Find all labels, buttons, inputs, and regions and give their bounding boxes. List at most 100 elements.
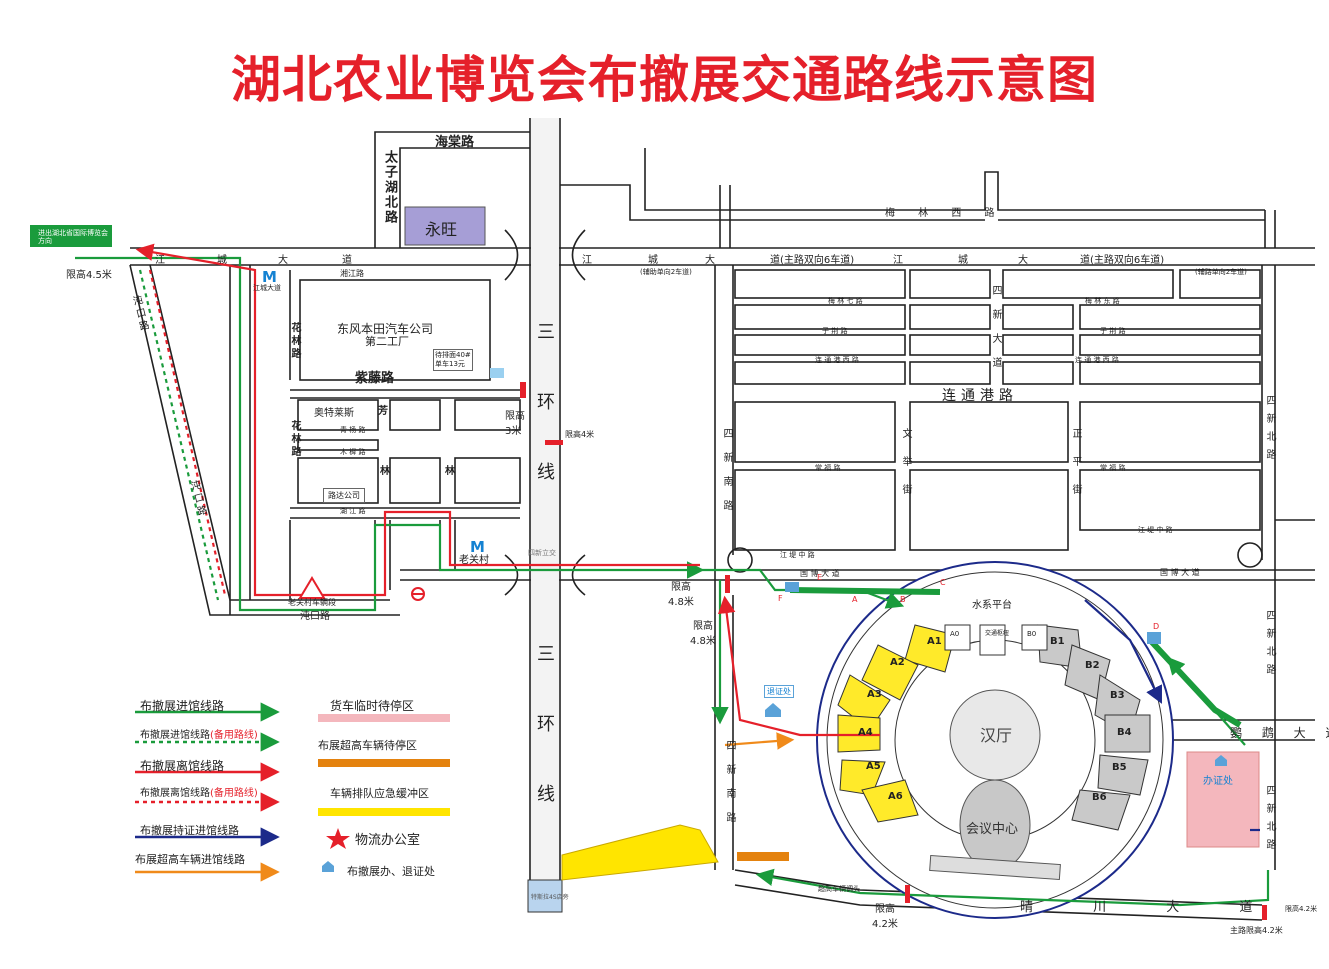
hall-a0: A0 [950,630,960,638]
road-jiangcheng-7: 大 [1018,255,1028,266]
entry-route-1 [75,256,705,612]
road-jiangcheng-1: 江 [582,255,592,266]
place-banzheng: 办证处 [1203,776,1233,787]
entry-backup-route [138,269,220,601]
road-yingwu: 鹦 鹉 大 道 [1230,726,1329,740]
road-qingyang: 青 杨 路 [340,426,366,434]
oversize-uturn: 超高车辆调头 [818,885,860,893]
place-tuizheng: 退证处 [764,685,794,698]
legend-exit-backup-b: (备用路线) [210,788,258,799]
road-haitang: 海棠路 [435,135,475,150]
place-jiaotong: 交通枢纽 [985,630,1010,637]
road-qingchuan: 晴 川 大 道 [1020,900,1281,915]
road-sixin-bei-3: 四新北路 [1264,785,1275,857]
road-meilin-dong: 梅 林 东 路 [1085,297,1120,305]
exit-route-1 [135,243,700,597]
place-hanting: 汉厅 [980,726,1013,745]
road-sanhuan-3: 线 [537,462,555,483]
legend-exit-backup: 布撤展离馆线路(备用路线) [140,784,258,799]
road-sanhuan-4: 三 [537,644,555,665]
road-sixin-da: 四新大道 [990,285,1001,381]
road-zijin: 子 荆 路 [822,327,848,335]
limit-48-a-l2: 4.8米 [668,597,694,608]
sign-line-1: 待排面40# [435,351,471,359]
road-sanhuan-6: 线 [537,784,555,805]
road-zijin-2: 子 荆 路 [1100,327,1126,335]
road-sixin-bei-2: 四新北路 [1264,610,1275,682]
road-lin-2: 林 [445,466,455,477]
limit-42-right: 限高4.2米 [1285,905,1318,913]
hall-a4: A4 [858,727,873,738]
road-fulu-right: (辅路单向2车道) [1195,268,1247,276]
limit-48-a: 限高 4.8米 [668,578,694,608]
place-ludagongsi: 路达公司 [323,488,365,503]
legend-oversize-park: 布展超高车辆待停区 [318,739,417,752]
limit-48-a-l1: 限高 [670,582,691,593]
exit-route-2 [717,595,880,737]
road-liantong-xi: 连 通 港 西 路 [815,356,859,364]
road-jiangcheng-2: 城 [648,255,658,266]
warning-triangle-icon [298,576,326,599]
place-dongfeng-2: 第二工厂 [365,335,409,348]
bus-stop-label: 四新立交 [528,549,556,557]
limit-4m: 限高4米 [565,430,595,439]
road-liantong: 连通港路 [942,388,1018,404]
metro-1-label: 江城大道 [253,284,281,292]
pass-route-1 [1084,599,1162,704]
hall-a1: A1 [927,636,942,647]
gate-b: B [900,595,906,604]
road-huahu-2: 花林路 [289,420,300,459]
cert-office-icon [322,861,334,872]
road-sixin-bei: 四新北路 [1264,395,1275,467]
green-gate-strip [789,587,941,595]
legend-entry-backup-a: 布撤展进馆线路 [140,730,210,741]
limit-48-b-l1: 限高 [692,621,713,632]
road-guobo-2: 国 博 大 道 [1160,568,1200,577]
hall-b6: B6 [1092,792,1107,803]
road-xiangjiang: 湘江路 [340,269,364,278]
road-hankou: 沌口路 [300,611,330,622]
road-jc-w2: 城 [217,255,227,266]
limit-4-5m: 限高4.5米 [66,270,112,281]
legend-cert: 布撤展办、退证处 [347,865,435,878]
depot-label: 特斯拉4S店旁 [531,894,569,901]
direction-notice-text: 进出湖北省国际博览会方向 [38,229,108,245]
road-meilin-qi: 梅 林 七 路 [828,297,863,305]
legend-oversize-route: 布展超高车辆进馆线路 [135,853,245,866]
hall-b0: B0 [1027,630,1037,638]
road-taizihubei: 太子湖北路 [382,150,397,225]
road-jc-w4: 道 [342,255,352,266]
road-network [129,118,1315,921]
entry-route-4 [755,868,1270,907]
road-guobo: 国 博 大 道 [800,569,840,578]
map-title: 湖北农业博览会布撤展交通路线示意图 [231,51,1098,109]
hall-a5: A5 [866,761,881,772]
legend-graphics [135,702,280,882]
hall-b1: B1 [1050,636,1065,647]
yongwang-block [404,206,486,246]
limit-42-l1: 限高 [874,904,895,915]
buffer-zone [561,824,719,881]
legend-entry-backup: 布撤展进馆线路(备用路线) [140,726,258,741]
road-meilin-xi: 梅 林 西 路 [885,208,1005,219]
truck-waiting-zone [1186,751,1260,848]
road-sanhuan-1: 三 [537,322,555,343]
legend-buffer: 车辆排队应急缓冲区 [330,787,429,800]
hall-a6: A6 [888,791,903,802]
metro-icon-2: M [470,538,485,556]
limit-main-42: 主路限高4.2米 [1230,926,1283,935]
place-huiyi: 会议中心 [966,822,1019,837]
place-aotelaisi: 奥特莱斯 [314,408,354,419]
road-jiangdi-2: 江 堤 中 路 [1138,526,1173,534]
road-jiangdi: 江 堤 中 路 [780,551,815,559]
road-muxi: 木 樨 路 [340,448,366,456]
road-tiao: 湖 江 路 [340,507,366,515]
banzheng-map-icon [1215,755,1227,766]
sign-line-2: 单车13元 [435,360,465,368]
road-jiangcheng-8: 道(主路双向6车道) [1080,255,1165,266]
legend-exit-backup-a: 布撤展离馆线路 [140,788,210,799]
road-fulu-left: (辅助单向2车道) [640,268,692,276]
